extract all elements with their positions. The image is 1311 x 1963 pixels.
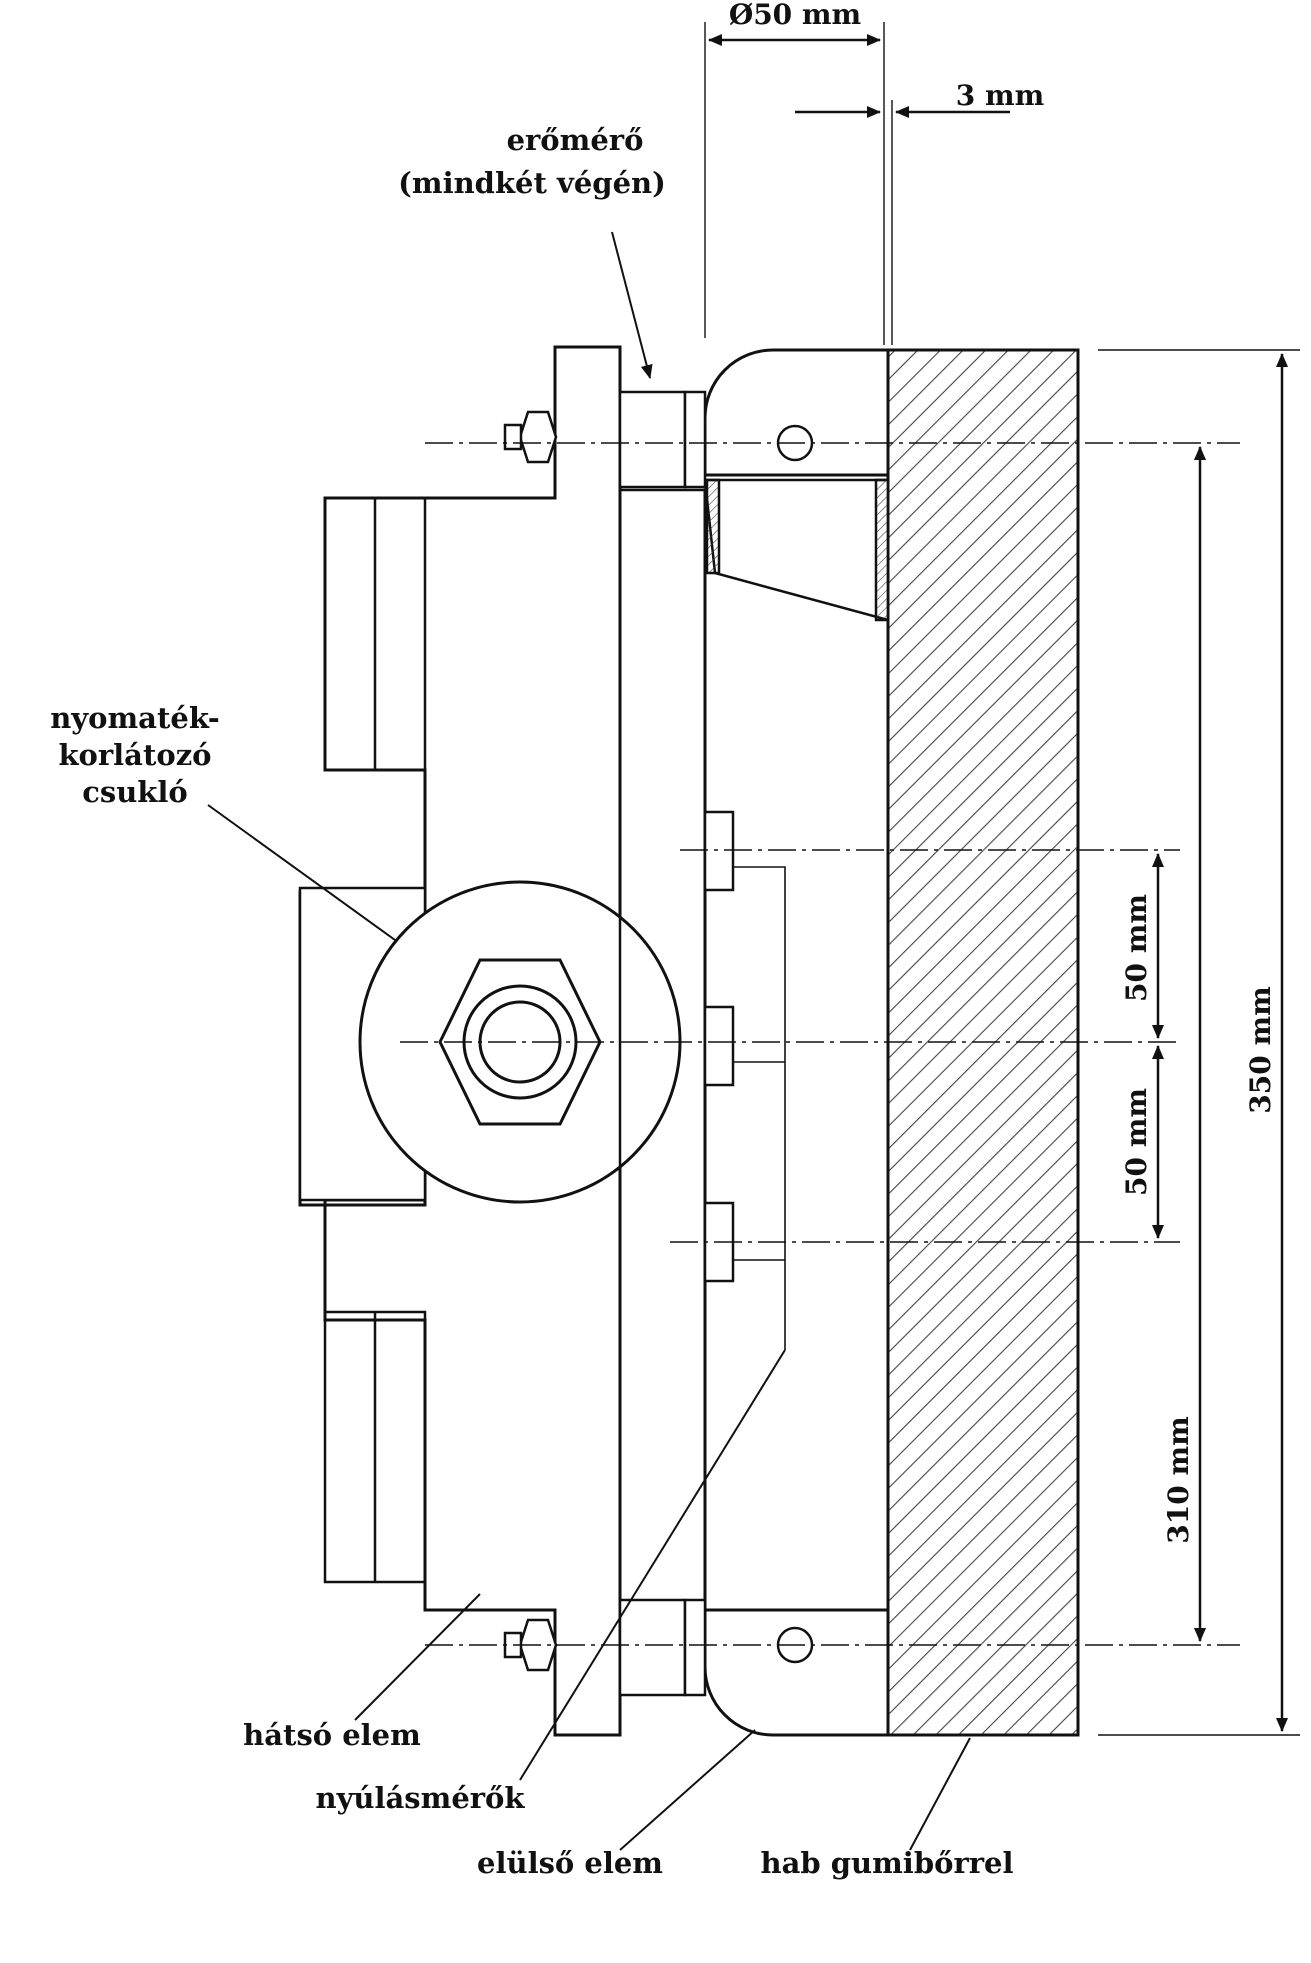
- label-strain-gauges: nyúlásmérők: [315, 1781, 525, 1815]
- label-rear-element: hátsó elem: [243, 1718, 421, 1752]
- dim-span-inner: 310 mm: [1162, 1416, 1195, 1543]
- force-meter-upper: [618, 390, 687, 489]
- strain-gauge-upper: [703, 810, 735, 892]
- leader-force-meter: [611, 231, 653, 379]
- dim-gap: 3 mm: [956, 79, 1044, 112]
- label-torque-3: csukló: [82, 775, 188, 809]
- bolt-upper: [518, 410, 558, 464]
- leader-front-element: [619, 1729, 756, 1851]
- force-meter-lower: [618, 1598, 687, 1697]
- label-foam: hab gumibőrrel: [761, 1846, 1014, 1880]
- leader-torque-joint: [207, 804, 396, 941]
- front-element-body: [703, 488, 890, 1612]
- strain-gauge-middle: [703, 1005, 735, 1087]
- dim-diameter: Ø50 mm: [729, 0, 861, 31]
- label-torque-1: nyomaték-: [50, 701, 220, 735]
- label-force-meter-2: (mindkét végén): [398, 166, 666, 200]
- dim-pitch-lower: 50 mm: [1120, 1088, 1153, 1196]
- leader-foam: [909, 1737, 971, 1851]
- dim-span-total: 350 mm: [1244, 986, 1277, 1113]
- leader-rear-element: [354, 1593, 481, 1721]
- front-upper-cap: [703, 348, 890, 477]
- leader-strain-gauges: [519, 1349, 786, 1781]
- label-force-meter-1: erőmérő: [507, 123, 644, 157]
- dim-pitch-upper: 50 mm: [1120, 894, 1153, 1002]
- label-torque-2: korlátozó: [58, 738, 211, 772]
- label-front-element: elülső elem: [477, 1846, 663, 1880]
